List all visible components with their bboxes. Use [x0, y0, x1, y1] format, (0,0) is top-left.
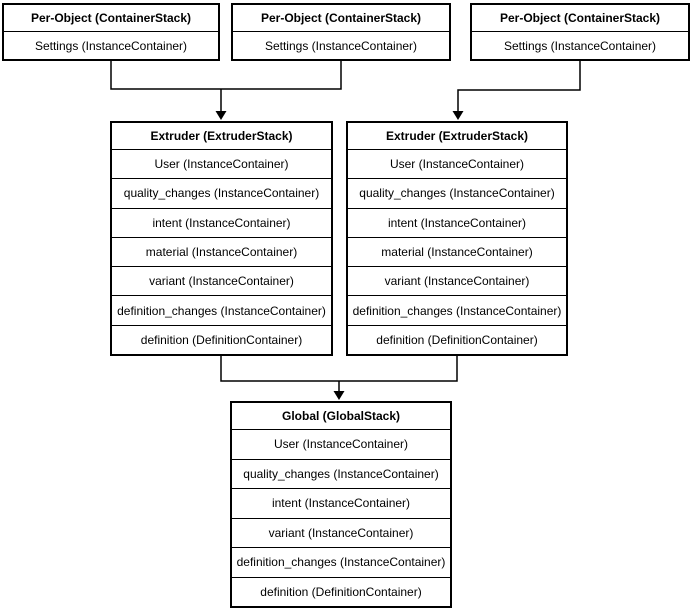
stack-title: Per-Object (ContainerStack) [260, 11, 422, 25]
stack-row: quality_changes (InstanceContainer) [112, 178, 331, 207]
per-object-stack-1: Per-Object (ContainerStack) Settings (In… [2, 3, 220, 61]
stack-row: intent (InstanceContainer) [112, 207, 331, 237]
per-object-stack-3: Per-Object (ContainerStack) Settings (In… [470, 3, 690, 61]
stack-row: definition_changes (InstanceContainer) [232, 547, 450, 577]
stack-row: material (InstanceContainer) [112, 236, 331, 266]
stack-row: Settings (InstanceContainer) [4, 31, 218, 59]
stack-row: definition (DefinitionContainer) [112, 324, 331, 354]
stack-row: definition (DefinitionContainer) [348, 324, 566, 354]
stack-title: Extruder (ExtruderStack) [150, 129, 293, 143]
stack-row: Settings (InstanceContainer) [233, 31, 449, 59]
stack-title: Extruder (ExtruderStack) [385, 129, 529, 143]
connector-perobject-3 [457, 61, 581, 112]
stack-title: Per-Object (ContainerStack) [499, 11, 661, 25]
per-object-stack-2: Per-Object (ContainerStack) Settings (In… [231, 3, 451, 61]
stack-row: variant (InstanceContainer) [348, 266, 566, 295]
stack-title: Global (GlobalStack) [281, 409, 401, 423]
stack-row: variant (InstanceContainer) [232, 517, 450, 548]
stack-row: definition (DefinitionContainer) [232, 576, 450, 607]
arrowhead-extruder-1 [215, 111, 227, 120]
stack-row: User (InstanceContainer) [232, 429, 450, 459]
arrowhead-global [333, 391, 345, 400]
stack-row: quality_changes (InstanceContainer) [348, 178, 566, 207]
stack-row: definition_changes (InstanceContainer) [112, 295, 331, 324]
stack-row: definition_changes (InstanceContainer) [348, 295, 566, 324]
connector-perobject-1-2 [110, 61, 342, 90]
stack-row: material (InstanceContainer) [348, 236, 566, 266]
stack-row: intent (InstanceContainer) [232, 488, 450, 518]
stack-row: Settings (InstanceContainer) [472, 31, 688, 59]
arrowhead-extruder-2 [452, 111, 464, 120]
extruder-stack-2: Extruder (ExtruderStack) User (InstanceC… [346, 121, 568, 356]
stack-row: User (InstanceContainer) [112, 149, 331, 178]
stack-row: quality_changes (InstanceContainer) [232, 458, 450, 489]
stack-row: intent (InstanceContainer) [348, 207, 566, 237]
stack-title: Per-Object (ContainerStack) [30, 11, 192, 25]
stack-row: User (InstanceContainer) [348, 149, 566, 178]
global-stack: Global (GlobalStack) User (InstanceConta… [230, 401, 452, 608]
connector-extruders [220, 356, 458, 382]
stack-row: variant (InstanceContainer) [112, 266, 331, 295]
extruder-stack-1: Extruder (ExtruderStack) User (InstanceC… [110, 121, 333, 356]
